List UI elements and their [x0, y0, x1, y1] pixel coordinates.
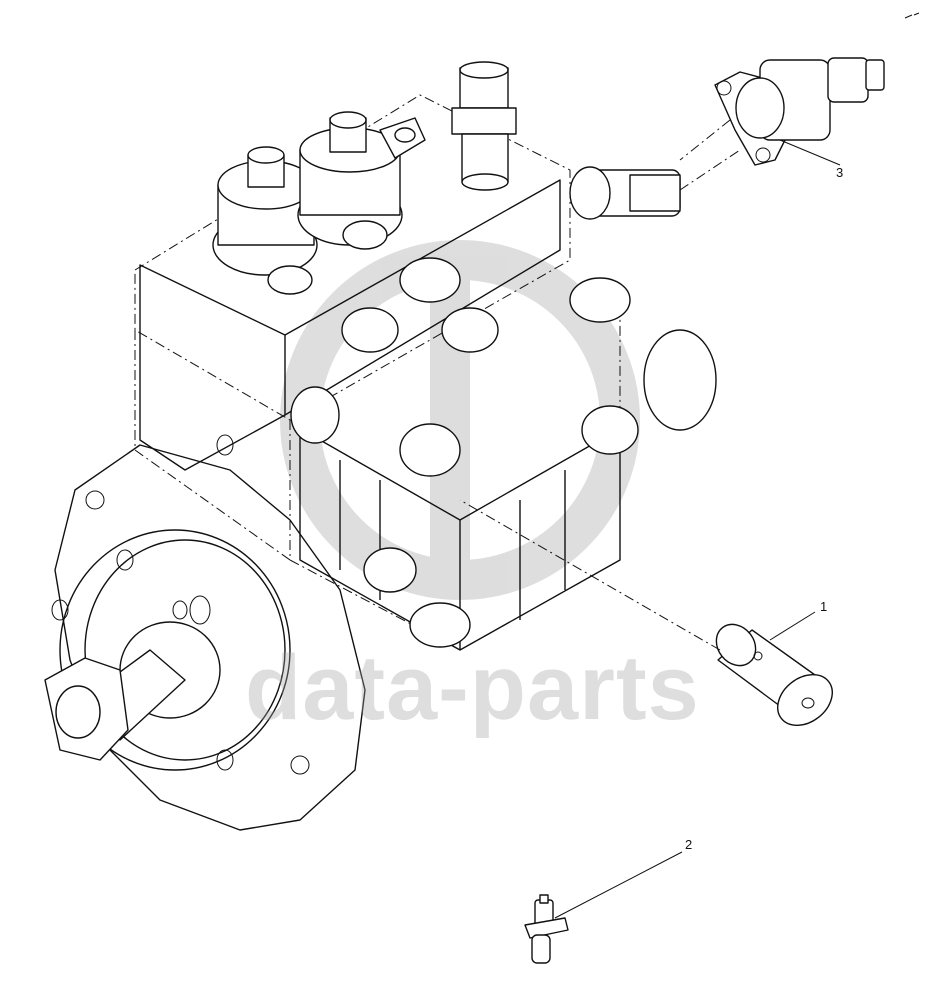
leader-line-2	[554, 851, 683, 919]
pump-assembly	[44, 61, 741, 831]
corner-mark	[904, 12, 920, 19]
callout-1-label: 1	[820, 599, 828, 614]
drive-shaft	[44, 621, 221, 761]
body-plugs	[290, 257, 717, 648]
pressure-sensor-fitting	[451, 61, 517, 191]
side-connector	[569, 149, 741, 220]
watermark-text: data-parts	[245, 637, 700, 739]
part-2-speed-sensor	[524, 894, 569, 964]
callout-2-label: 2	[685, 837, 693, 852]
part-3-control-valve	[679, 57, 885, 166]
outlet-fitting-right	[297, 111, 426, 250]
part-1-pin	[459, 499, 833, 727]
leader-line-1	[769, 611, 816, 641]
leader-lines	[554, 139, 841, 919]
mounting-flange	[51, 434, 366, 831]
callout-3-label: 3	[836, 165, 844, 180]
leader-line-3	[779, 139, 841, 166]
